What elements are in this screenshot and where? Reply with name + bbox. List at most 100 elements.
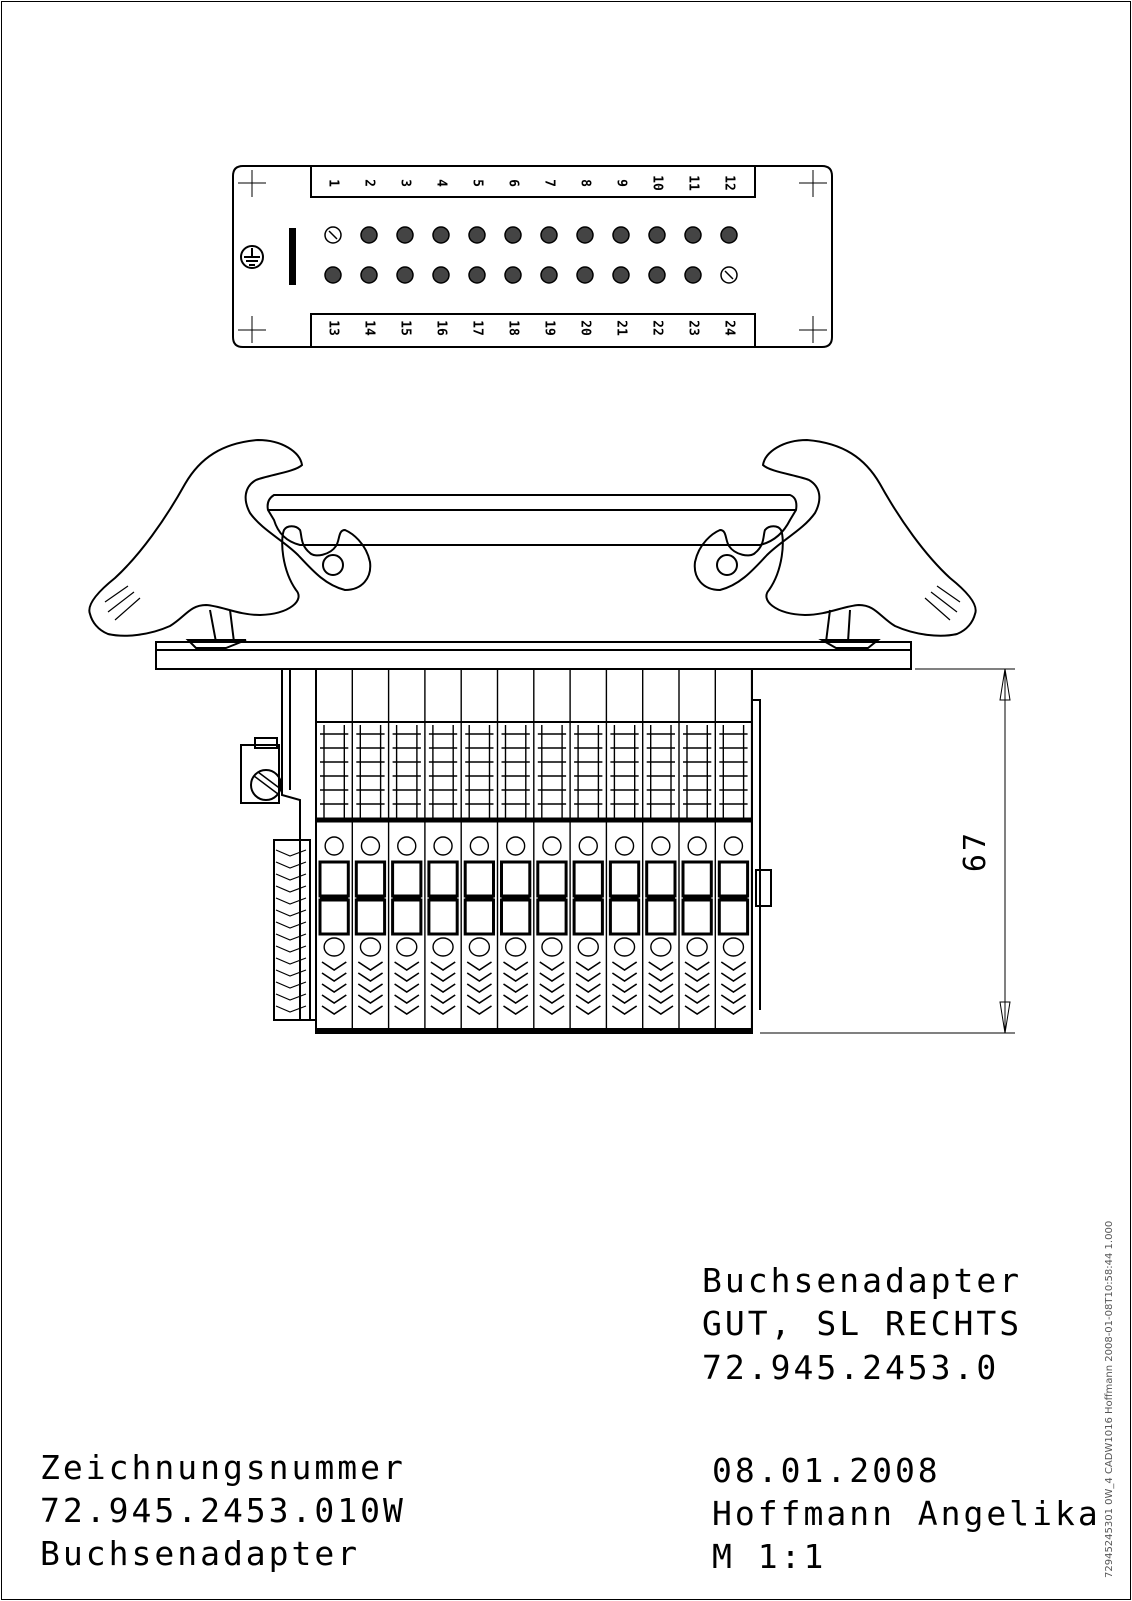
pin-contact	[648, 226, 666, 244]
wire-entry-icon	[504, 937, 527, 957]
clamp-tooth	[275, 861, 307, 869]
pin-contact	[648, 266, 666, 284]
terminal-column	[608, 669, 644, 1030]
terminal-column	[717, 669, 753, 1030]
clamp-tooth	[275, 957, 307, 965]
terminal-column	[354, 669, 390, 1030]
pin-label: 17	[470, 320, 485, 336]
terminal-column	[463, 669, 499, 1030]
release-hole-icon	[687, 836, 707, 856]
pin-contact	[324, 266, 342, 284]
clamp-tooth	[275, 849, 307, 857]
pin-label: 21	[614, 320, 629, 336]
lever-pivot-left	[322, 554, 344, 576]
drawing-name: Buchsenadapter	[40, 1534, 361, 1573]
pin-contact	[504, 266, 522, 284]
dimension-67	[760, 668, 1015, 1034]
mount-cross-icon	[799, 170, 827, 197]
pin-contact	[396, 226, 414, 244]
dimension-label: 67	[958, 830, 993, 872]
release-hole-icon	[505, 836, 526, 856]
release-hole-icon	[469, 836, 490, 856]
pin-contact	[504, 226, 522, 244]
pin-contact	[360, 226, 378, 244]
pin-label: 1	[326, 179, 341, 187]
pin-label: 20	[578, 320, 593, 336]
drawing-author: Hoffmann Angelika	[712, 1494, 1101, 1533]
terminal-column	[536, 669, 571, 1030]
clamp-tooth	[275, 1005, 307, 1013]
clamp-tooth	[275, 945, 307, 953]
terminal-column	[500, 669, 535, 1030]
pin-label: 7	[542, 179, 557, 187]
pin-label: 19	[542, 320, 557, 336]
side-stamp: 72945245301 0W_4 CADW1016 Hoffmann 2008-…	[1104, 1220, 1115, 1578]
pin-label: 14	[362, 320, 377, 336]
release-hole-icon	[578, 836, 598, 856]
wire-entry-icon	[613, 937, 636, 957]
pin-label: 2	[362, 179, 377, 187]
pin-grid	[324, 226, 738, 284]
coding-bar	[289, 228, 296, 285]
pin-label: 15	[398, 320, 413, 336]
pin-label: 16	[434, 320, 449, 336]
clamp-tooth	[275, 933, 307, 941]
release-hole-icon	[723, 836, 744, 856]
pin-contact	[540, 266, 558, 284]
connector-outline	[232, 165, 833, 348]
base-plate	[155, 641, 912, 670]
wire-entry-icon	[323, 937, 345, 957]
ground-clamp	[240, 744, 280, 804]
mount-cross-icon	[799, 316, 827, 343]
pin-contact	[576, 266, 594, 284]
pin-contact	[360, 266, 378, 284]
title-name: Buchsenadapter	[702, 1261, 1023, 1300]
wire-entry-icon	[686, 937, 708, 957]
clamp-tooth	[275, 969, 307, 977]
pin-contact	[540, 226, 558, 244]
drawing-date: 08.01.2008	[712, 1451, 941, 1490]
pin-contact	[432, 226, 450, 244]
release-hole-icon	[397, 836, 417, 856]
release-hole-icon	[614, 836, 635, 856]
clamp-tooth	[275, 873, 307, 881]
mount-cross-icon	[238, 316, 266, 343]
pin-label: 11	[686, 175, 701, 191]
pin-contact	[468, 266, 486, 284]
pin-label: 22	[650, 320, 665, 336]
wire-entry-icon	[650, 937, 672, 957]
pin-label: 8	[578, 179, 593, 187]
release-hole-icon	[542, 836, 562, 856]
release-hole-icon	[433, 836, 453, 856]
pin-label: 3	[398, 179, 413, 187]
pin-label: 9	[614, 179, 629, 187]
terminal-block	[240, 668, 772, 1034]
title-variant: GUT, SL RECHTS	[702, 1304, 1023, 1343]
right-locking-lever	[693, 438, 977, 637]
clamp-tooth	[275, 981, 307, 989]
clamp-tooth	[275, 921, 307, 929]
pin-contact	[612, 266, 630, 284]
terminal-columns	[275, 669, 753, 1030]
terminal-column	[427, 669, 462, 1030]
pin-label: 4	[434, 179, 449, 187]
pin-contact	[468, 226, 486, 244]
pin-label: 18	[506, 320, 521, 336]
release-hole-icon	[360, 836, 381, 856]
pin-contact	[432, 266, 450, 284]
pin-contact	[684, 226, 702, 244]
title-part-number: 72.945.2453.0	[702, 1348, 1000, 1387]
connector-face	[232, 165, 833, 348]
clamp-tooth	[275, 993, 307, 1001]
pin-contact	[684, 266, 702, 284]
side-clamp	[273, 839, 311, 1021]
wire-entry-icon	[722, 937, 745, 957]
clamp-tooth	[275, 897, 307, 905]
pin-contact	[612, 226, 630, 244]
terminal-column	[391, 669, 426, 1030]
drawing-number: 72.945.2453.010W	[40, 1491, 406, 1530]
left-locking-lever	[88, 438, 372, 637]
ground-symbol-icon	[240, 245, 264, 269]
pin-label: 12	[722, 175, 737, 191]
